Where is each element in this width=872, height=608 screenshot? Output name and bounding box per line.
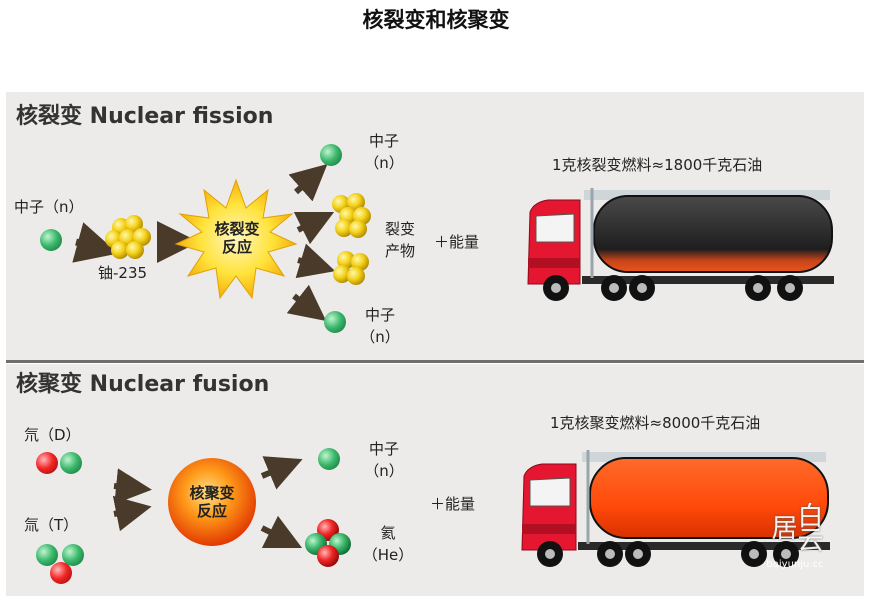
input-neutron-label: 中子（n）: [14, 198, 84, 216]
fusion-panel: 核聚变 Nuclear fusion 氘（D） 氚（T）: [6, 364, 864, 596]
output-neutron-top-label: 中子 （n）: [358, 130, 410, 174]
arrow-neutron-to-uranium: [72, 222, 119, 263]
fission-energy-label: ＋能量: [434, 233, 480, 251]
fission-reaction-label: 核裂变 反应: [209, 220, 265, 256]
output-neutron-bottom-line2: （n）: [360, 328, 400, 346]
watermark-url: baiyunju.cc: [766, 559, 824, 570]
output-neutron-bottom-line1: 中子: [364, 306, 395, 324]
output-neutron-bottom-ball: [324, 311, 346, 333]
helium-nucleus: [305, 519, 351, 567]
deuterium-proton: [36, 452, 58, 474]
fusion-reaction-line1: 核聚变: [189, 484, 235, 502]
fusion-output-neutron-line1: 中子: [368, 440, 399, 458]
output-neutron-top-ball: [320, 144, 342, 166]
fusion-output-neutron-line2: （n）: [364, 462, 404, 480]
fusion-output-neutron-label: 中子 （n）: [358, 438, 410, 482]
fission-fuel-equivalence: 1克核裂变燃料≈1800千克石油: [552, 156, 763, 174]
tritium-proton: [50, 562, 72, 584]
fission-reaction-line2: 反应: [221, 238, 252, 256]
fission-tank: [593, 195, 833, 273]
fusion-output-neutron-ball: [318, 448, 340, 470]
fission-reaction-burst: [174, 178, 298, 300]
fusion-tank: [589, 457, 829, 539]
deuterium-label: 氘（D）: [24, 426, 81, 444]
fusion-reaction-line2: 反应: [196, 502, 227, 520]
arrows-fission-outputs: [286, 164, 336, 322]
fission-reaction-line1: 核裂变: [214, 220, 260, 238]
fission-products-line2: 产物: [384, 242, 415, 260]
watermark-logo: 白云居: [767, 502, 823, 550]
output-neutron-bottom-label: 中子 （n）: [354, 304, 406, 348]
panel-divider: [6, 360, 864, 363]
tritium-neutron-1: [36, 544, 58, 566]
page-title: 核裂变和核聚变: [362, 8, 510, 32]
fission-fragment-1: [332, 193, 371, 238]
helium-line1: 氦: [380, 524, 396, 542]
fusion-diagram: [112, 456, 351, 567]
fusion-fuel-equivalence: 1克核聚变燃料≈8000千克石油: [550, 414, 761, 432]
tritium-neutron-2: [62, 544, 84, 566]
deuterium-neutron: [60, 452, 82, 474]
uranium-235-nucleus: [105, 215, 151, 259]
fusion-energy-label: ＋能量: [430, 495, 476, 513]
output-neutron-top-line2: （n）: [364, 154, 404, 172]
tritium-label: 氚（T）: [24, 516, 79, 534]
fission-fragment-2: [333, 251, 369, 285]
output-neutron-top-line1: 中子: [368, 132, 399, 150]
arrows-fusion-outputs: [260, 456, 303, 549]
helium-label: 氦 （He）: [358, 522, 418, 566]
helium-line2: （He）: [362, 546, 414, 564]
fusion-heading: 核聚变 Nuclear fusion: [16, 372, 270, 397]
fission-diagram: [72, 164, 371, 322]
fission-heading: 核裂变 Nuclear fission: [16, 104, 274, 129]
fission-panel: 核裂变 Nuclear fission 中子（n）: [6, 92, 864, 360]
fusion-reaction-label: 核聚变 反应: [186, 484, 238, 520]
input-neutron-ball: [40, 229, 62, 251]
fission-oil-truck: [527, 188, 834, 301]
fusion-oil-truck: [521, 450, 830, 567]
fission-products-label: 裂变 产物: [378, 218, 422, 262]
arrows-fusion-inputs: [112, 468, 152, 532]
watermark: 白云居 baiyunju.cc: [753, 496, 837, 570]
fusion-reaction-sphere: [168, 458, 256, 546]
fission-products-line1: 裂变: [384, 220, 415, 238]
uranium-label: 铀-235: [98, 264, 148, 282]
